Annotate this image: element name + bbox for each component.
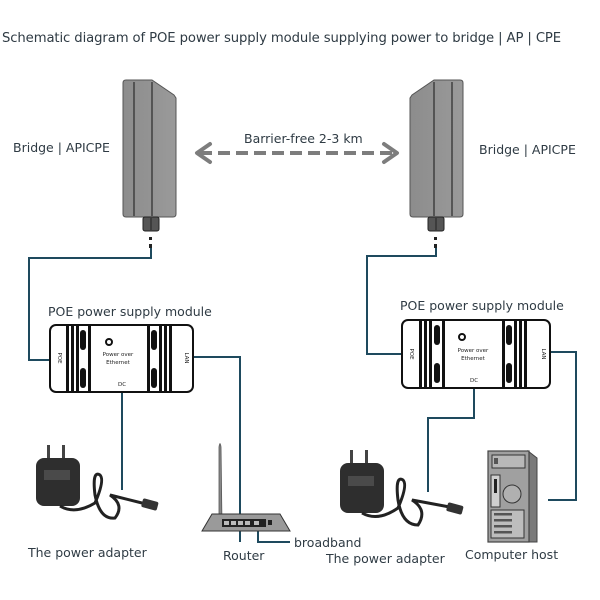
poe-left-port-lan: LAN (183, 352, 189, 363)
broadband-label: broadband (294, 535, 362, 550)
diagram-title: Schematic diagram of POE power supply mo… (2, 31, 562, 46)
poe-left-center-line2: Ethernet (106, 360, 131, 366)
cable-poe-right-dc-to-adapter (427, 388, 475, 492)
computer-host-label: Computer host (465, 547, 559, 562)
bridge-left-label: Bridge | APICPE (13, 140, 110, 155)
cable-router-broadband (257, 528, 290, 543)
router-antenna (218, 443, 223, 526)
bridge-right-label: Bridge | APICPE (479, 142, 576, 157)
poe-module-left-label: POE power supply module (48, 304, 212, 319)
poe-left-led-icon (105, 338, 113, 346)
poe-left-center-line1: Power over (103, 352, 134, 358)
power-adapter-right (340, 450, 464, 527)
poe-right-center-line2: Ethernet (461, 356, 486, 362)
cable-bridge-left-to-poe (28, 248, 152, 361)
cable-poe-left-lan-to-router (193, 356, 241, 542)
poe-left-port-poe: POE (56, 352, 62, 364)
wireless-link-arrow (195, 142, 399, 164)
router (201, 443, 291, 532)
poe-right-led-icon (458, 333, 466, 341)
cable-poe-right-lan-to-computer (548, 351, 577, 501)
power-adapter-left (36, 445, 159, 520)
bridge-left (122, 79, 177, 248)
computer-host (487, 449, 538, 543)
bridge-right (409, 79, 464, 248)
poe-left-port-dc: DC (118, 382, 126, 388)
poe-right-port-poe: POE (408, 348, 414, 360)
power-adapter-right-label: The power adapter (326, 551, 445, 566)
power-adapter-left-label: The power adapter (28, 545, 147, 560)
cables (28, 248, 577, 543)
poe-module-right: Power over Ethernet DC POE LAN (401, 319, 551, 389)
poe-right-port-lan: LAN (540, 348, 546, 359)
poe-right-center-line1: Power over (458, 348, 489, 354)
poe-right-port-dc: DC (470, 378, 478, 384)
poe-module-right-label: POE power supply module (400, 298, 564, 313)
router-label: Router (223, 548, 265, 563)
wireless-link-label: Barrier-free 2-3 km (244, 131, 363, 146)
poe-module-left: Power over Ethernet DC POE LAN (49, 324, 194, 393)
cable-bridge-right-to-poe (366, 248, 437, 355)
